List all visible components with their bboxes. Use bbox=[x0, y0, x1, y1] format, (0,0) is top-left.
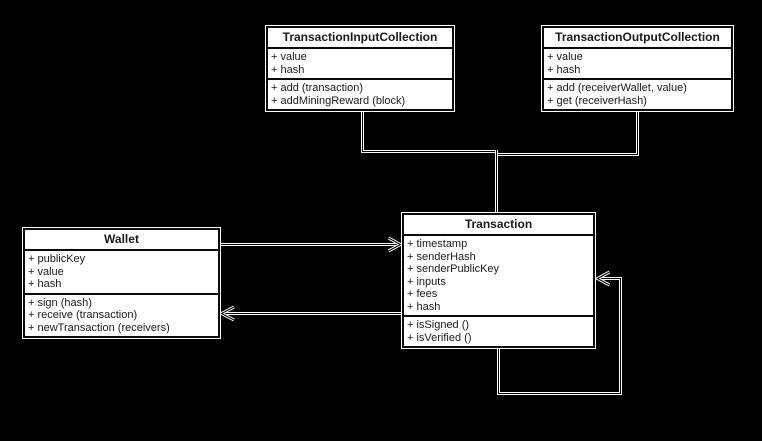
edge-line-core bbox=[497, 277, 622, 395]
methods-compartment: + add (transaction) + addMiningReward (b… bbox=[268, 78, 452, 109]
attribute-row: + hash bbox=[407, 300, 441, 313]
method-row: + isSigned () bbox=[407, 319, 470, 331]
method-row: + add (transaction) bbox=[271, 82, 364, 94]
attribute-row: + senderHash bbox=[407, 250, 476, 263]
edge-output-collection-to-transaction bbox=[496, 100, 639, 156]
methods-compartment: + sign (hash) + receive (transaction) + … bbox=[25, 292, 218, 337]
attributes-compartment: + timestamp + senderHash + senderPublicK… bbox=[404, 234, 593, 315]
attribute-row: + timestamp bbox=[407, 238, 468, 250]
attribute-row: + inputs bbox=[407, 275, 446, 288]
method-row: + addMiningReward (block) bbox=[271, 94, 406, 107]
attribute-row: + publicKey bbox=[28, 253, 86, 265]
methods-compartment: + add (receiverWallet, value) + get (rec… bbox=[544, 78, 731, 109]
attribute-row: + hash bbox=[547, 63, 581, 76]
attributes-compartment: + value + hash bbox=[268, 47, 452, 78]
method-row: + newTransaction (receivers) bbox=[28, 321, 170, 334]
edge-wallet-to-transaction bbox=[210, 236, 404, 253]
edge-transaction-to-wallet bbox=[218, 305, 410, 322]
class-title: Transaction bbox=[464, 217, 533, 231]
method-row: + add (receiverWallet, value) bbox=[547, 82, 687, 94]
method-row: + isVerified () bbox=[407, 331, 472, 344]
attribute-row: + value bbox=[547, 51, 583, 63]
edge-transaction-self-loop bbox=[497, 270, 622, 395]
class-title: TransactionOutputCollection bbox=[555, 30, 720, 44]
open-arrowhead-core bbox=[388, 237, 402, 252]
class-box-transaction: Transaction + timestamp + senderHash + s… bbox=[401, 212, 596, 349]
attribute-row: + hash bbox=[271, 63, 305, 76]
attribute-row: + fees bbox=[407, 288, 438, 300]
class-title: TransactionInputCollection bbox=[282, 30, 438, 44]
attribute-row: + senderPublicKey bbox=[407, 263, 500, 275]
attributes-compartment: + value + hash bbox=[544, 47, 731, 78]
edge-line-core bbox=[361, 100, 497, 153]
attribute-row: + value bbox=[271, 51, 307, 63]
class-title: Wallet bbox=[104, 232, 139, 246]
class-box-wallet: Wallet + publicKey + value + hash + sign… bbox=[22, 227, 221, 339]
method-row: + sign (hash) bbox=[28, 296, 92, 309]
method-row: + receive (transaction) bbox=[28, 309, 138, 321]
method-row: + get (receiverHash) bbox=[547, 94, 647, 107]
open-arrowhead-core bbox=[596, 271, 610, 286]
attribute-row: + hash bbox=[28, 278, 62, 290]
class-box-transaction-input-collection: TransactionInputCollection + value + has… bbox=[265, 25, 455, 112]
open-arrowhead-core bbox=[220, 306, 235, 321]
attribute-row: + value bbox=[28, 265, 64, 278]
methods-compartment: + isSigned () + isVerified () bbox=[404, 315, 593, 346]
edge-line-core bbox=[496, 100, 639, 156]
edge-input-collection-to-transaction bbox=[361, 100, 497, 153]
class-box-transaction-output-collection: TransactionOutputCollection + value + ha… bbox=[541, 25, 734, 112]
attributes-compartment: + publicKey + value + hash bbox=[25, 249, 218, 293]
